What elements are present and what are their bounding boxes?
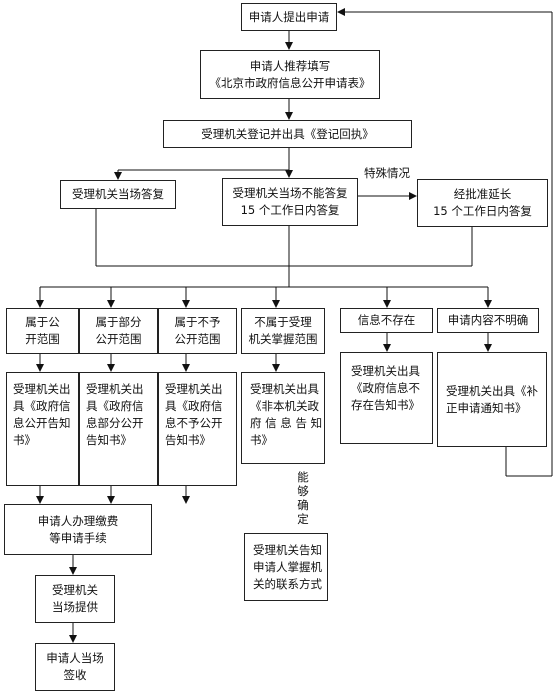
node-sign: 申请人当场 签收 (35, 643, 115, 691)
node-notice-partial: 受理机关出 具《政府信 息部分公开 告知书》 (79, 372, 158, 486)
node-cat-public: 属于公 开范围 (6, 308, 79, 354)
node-notice-public: 受理机关出 具《政府信 息公开告知 书》 (6, 372, 79, 486)
node-cat-partial: 属于部分 公开范围 (79, 308, 158, 354)
node-inform-contact: 受理机关告知 申请人掌握机 关的联系方式 (244, 533, 328, 601)
node-answer-15days: 受理机关当场不能答复 15 个工作日内答复 (222, 178, 358, 226)
node-answer-onsite: 受理机关当场答复 (60, 180, 176, 209)
node-cat-notheld: 不属于受理 机关掌握范围 (241, 308, 325, 354)
node-apply: 申请人提出申请 (241, 3, 337, 31)
node-provide: 受理机关 当场提供 (35, 575, 115, 623)
node-cat-nonpublic: 属于不予 公开范围 (158, 308, 237, 354)
label-special: 特殊情况 (364, 166, 410, 180)
node-pay: 申请人办理缴费 等申请手续 (4, 504, 152, 555)
node-extended: 经批准延长 15 个工作日内答复 (417, 179, 548, 227)
node-notice-notheld: 受理机关出具 《非本机关政 府 信 息 告 知 书》 (241, 372, 325, 464)
label-can-determine: 能够确定 (297, 470, 309, 526)
node-register: 受理机关登记并出具《登记回执》 (163, 120, 412, 148)
node-notice-nonpublic: 受理机关出 具《政府信 息不予公开 告知书》 (158, 372, 237, 486)
node-fill-form: 申请人推荐填写 《北京市政府信息公开申请表》 (200, 50, 380, 99)
node-notice-noinfo: 受理机关出具 《政府信息不 存在告知书》 (340, 352, 433, 444)
node-cat-unclear: 申请内容不明确 (437, 308, 539, 333)
node-cat-noinfo: 信息不存在 (340, 308, 433, 333)
node-notice-unclear: 受理机关出具《补 正申请通知书》 (437, 352, 547, 447)
